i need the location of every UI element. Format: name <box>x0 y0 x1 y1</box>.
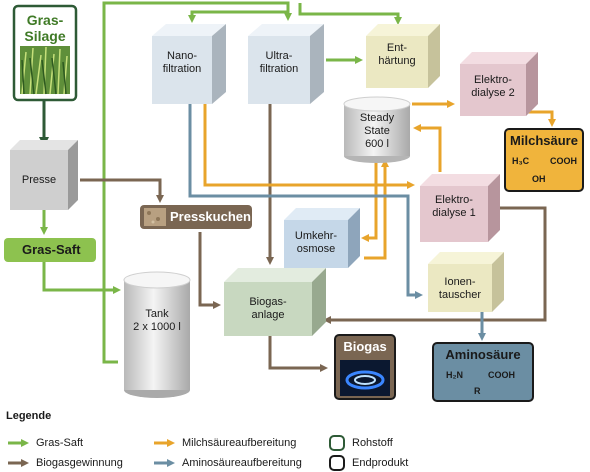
aminosaeure-formula-left: H₂N <box>446 370 463 380</box>
flow-nano-to-elektrodialyse1 <box>203 100 415 189</box>
steady-state-cylinder <box>343 96 411 163</box>
flow-grassaft-to-tank <box>42 262 121 294</box>
umkehrosmose-label: Umkehr- osmose <box>294 230 338 255</box>
tank-label: Tank 2 x 1000 l <box>133 308 181 333</box>
umkehrosmose-cube <box>284 208 360 268</box>
aminosaeure-box: Aminosäure H₂N COOH R <box>432 342 534 402</box>
presse-cube <box>10 140 78 210</box>
gras-silage-box <box>12 4 78 102</box>
ionentauscher-label: Ionen- tauscher <box>438 276 482 301</box>
flow-to-enthaertung-top <box>298 3 402 25</box>
elektrodialyse2-label: Elektro- dialyse 2 <box>471 74 515 99</box>
biogasanlage-label: Biogas- anlage <box>249 296 287 321</box>
legend-swatch-endprodukt <box>329 455 345 471</box>
legend-item-aminosaeure: Aminosäureaufbereitung <box>182 457 302 469</box>
enthaertung-cube <box>366 24 440 88</box>
milchsaeure-formula-right: COOH <box>550 156 577 166</box>
legend-swatch-rohstoff <box>329 435 345 451</box>
biogas-box: Biogas <box>334 334 396 400</box>
biogas-flame-icon <box>340 360 390 396</box>
flow-elektrodialyse2-to-milchsaeure <box>520 110 556 127</box>
aminosaeure-formula-right: COOH <box>488 370 515 380</box>
ultrafiltration-label: Ultra- filtration <box>259 50 299 75</box>
steady-state-label: Steady State 600 l <box>359 112 395 150</box>
elektrodialyse2-cube <box>460 52 538 116</box>
enthaertung-label: Ent- härtung <box>378 42 416 67</box>
flow-presse-to-presskuchen <box>80 178 164 203</box>
flow-nano-to-ionentauscher <box>188 100 423 299</box>
ionentauscher-cube <box>428 252 504 312</box>
flow-umkehrosmose-to-steadystate <box>364 159 389 260</box>
biogasanlage-cube <box>224 268 326 336</box>
tank-cylinder <box>123 271 191 398</box>
legend-item-biogasgewinnung: Biogasgewinnung <box>36 457 123 469</box>
elektrodialyse1-label: Elektro- dialyse 1 <box>432 194 476 219</box>
nanofiltration-label: Nano- filtration <box>162 50 202 75</box>
ultrafiltration-cube <box>248 24 324 104</box>
flow-presskuchen-to-biogasanlage <box>198 232 221 309</box>
legend-item-rohstoff: Rohstoff <box>352 437 393 449</box>
aminosaeure-formula-bottom: R <box>474 386 481 396</box>
flow-to-nanofiltration <box>188 3 290 23</box>
nanofiltration-cube <box>152 24 226 104</box>
milchsaeure-box: Milchsäure H₃C COOH OH <box>504 128 584 192</box>
flow-elektrodialyse1-to-biogasanlage <box>323 206 547 324</box>
flow-elektrodialyse1-to-steadystate <box>413 124 442 172</box>
milchsaeure-formula-bottom: OH <box>532 174 546 184</box>
legend-item-milchsaeure: Milchsäureaufbereitung <box>182 437 297 449</box>
legend-title: Legende <box>6 410 52 422</box>
grassaft-box: Gras-Saft <box>4 238 96 262</box>
presskuchen-label: Presskuchen <box>170 209 251 224</box>
flow-biogasanlage-to-biogas <box>268 336 328 372</box>
biogas-label: Biogas <box>343 339 387 354</box>
legend-item-endprodukt: Endprodukt <box>352 457 409 469</box>
presskuchen-texture-overlay <box>144 208 166 226</box>
milchsaeure-formula-left: H₃C <box>512 156 530 166</box>
milchsaeure-label: Milchsäure <box>510 133 578 148</box>
aminosaeure-label: Aminosäure <box>445 347 521 362</box>
elektrodialyse1-cube <box>420 174 500 242</box>
gras-silage-label: Gras- Silage <box>24 12 66 44</box>
flow-steadystate-to-umkehrosmose <box>361 162 378 242</box>
legend-item-gras-saft: Gras-Saft <box>36 437 84 449</box>
grassaft-label: Gras-Saft <box>22 242 81 257</box>
presse-label: Presse <box>21 174 57 186</box>
